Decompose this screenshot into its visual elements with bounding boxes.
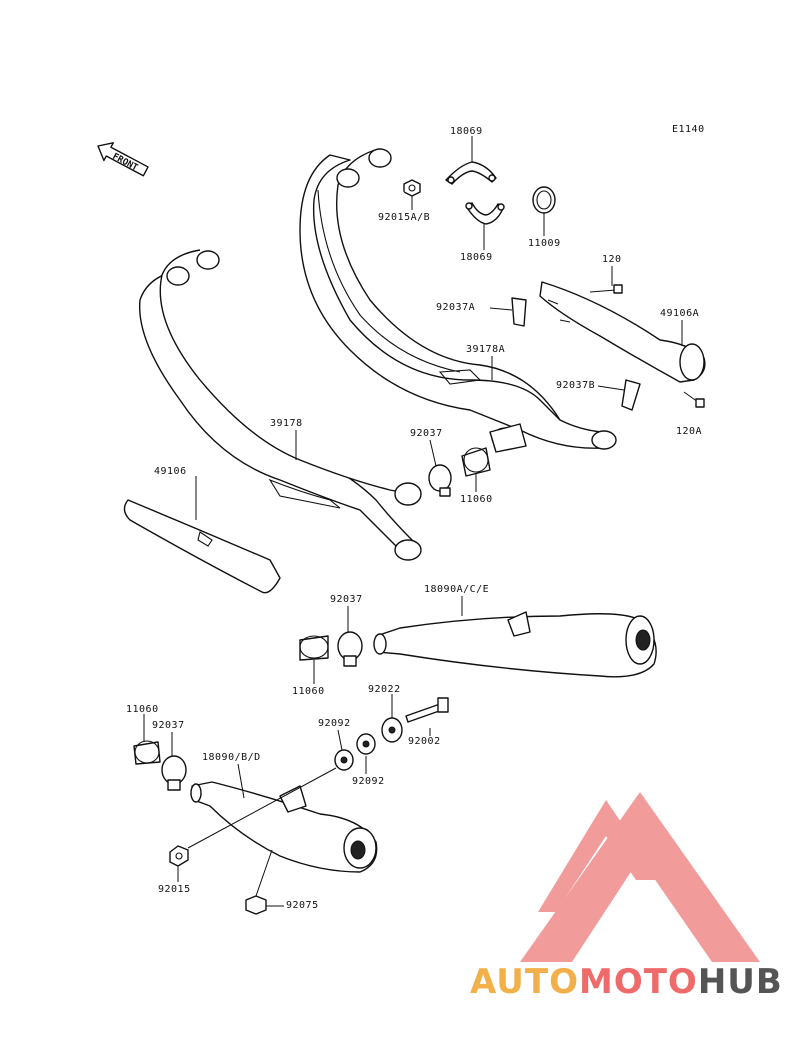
heat-guard-49106: [123, 499, 281, 594]
automotohub-watermark: AUTOMOTOHUB: [470, 962, 783, 1002]
label-92037-left: 92037: [152, 720, 185, 731]
label-92092-bottom: 92092: [352, 776, 385, 787]
gasket-11060-right: [299, 635, 329, 661]
label-92015ab: 92015A/B: [378, 212, 431, 223]
clamp-92037-right: [337, 631, 363, 667]
gasket-11060-left: [133, 740, 161, 765]
label-11060-left: 11060: [126, 704, 159, 715]
diagram-code: E1140: [672, 124, 705, 135]
muffler-18090ace: [373, 611, 657, 678]
label-92092-top: 92092: [318, 718, 351, 729]
label-18090bd: 18090/B/D: [202, 752, 261, 763]
label-11009: 11009: [528, 238, 561, 249]
gasket-11009: [532, 186, 556, 214]
label-49106: 49106: [154, 466, 187, 477]
watermark-moto: MOTO: [578, 962, 698, 1002]
front-arrow-icon: FRONT: [97, 142, 149, 177]
label-11060-right: 11060: [292, 686, 325, 697]
label-92022: 92022: [368, 684, 401, 695]
label-92037b: 92037B: [556, 380, 596, 391]
muffler-18090bd: [190, 781, 378, 873]
nut-92015ab: [403, 179, 421, 197]
label-92015: 92015: [158, 884, 191, 895]
heat-guard-49106a: [539, 281, 706, 383]
label-92037-right: 92037: [330, 594, 363, 605]
label-92002: 92002: [408, 736, 441, 747]
exhaust-pipe-39178: [138, 249, 422, 561]
label-92075: 92075: [286, 900, 319, 911]
clamp-18069-bottom: [465, 202, 505, 225]
screw-120a: [683, 391, 705, 408]
label-92037-mid: 92037: [410, 428, 443, 439]
label-18069-bottom: 18069: [460, 252, 493, 263]
watermark-hub: HUB: [697, 962, 783, 1002]
washer-92022: [381, 717, 403, 743]
label-49106a: 49106A: [660, 308, 700, 319]
clamp-92037-left: [161, 755, 187, 791]
grommet-92092-top: [334, 749, 354, 771]
label-39178: 39178: [270, 418, 303, 429]
automotohub-logo-icon: [520, 792, 760, 962]
bracket-92037a: [511, 297, 527, 327]
clamp-92037-mid: [428, 464, 452, 497]
label-120: 120: [602, 254, 622, 265]
label-92037a: 92037A: [436, 302, 476, 313]
leader-lines: [143, 136, 683, 907]
grommet-92092-bottom: [356, 733, 376, 755]
screw-120: [589, 284, 623, 294]
gasket-11060-mid: [461, 447, 491, 477]
nut-92075: [245, 895, 267, 915]
label-18090ace: 18090A/C/E: [424, 584, 490, 595]
bracket-92037b: [621, 379, 641, 411]
watermark-auto: AUTO: [470, 962, 579, 1002]
clamp-18069-top: [445, 161, 497, 185]
nut-92015: [169, 845, 189, 867]
label-39178a: 39178A: [466, 344, 506, 355]
bolt-92002: [405, 697, 449, 723]
label-120a: 120A: [676, 426, 703, 437]
label-11060-mid: 11060: [460, 494, 493, 505]
exhaust-pipe-39178a: [299, 148, 617, 453]
label-18069-top: 18069: [450, 126, 483, 137]
